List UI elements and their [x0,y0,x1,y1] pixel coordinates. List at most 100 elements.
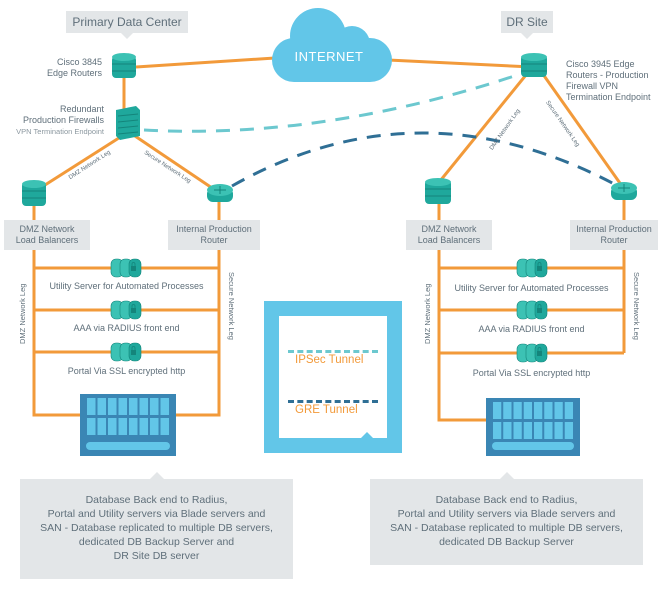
dr-server-label-2: AAA via RADIUS front end [478,324,585,334]
label-line: Routers - Production [566,70,649,80]
primary-load-balancer-label: DMZ Network Load Balancers [4,220,90,250]
dr-database-callout: Database Back end to Radius, Portal and … [370,472,643,565]
gre-legend-label: GRE Tunnel [295,404,358,416]
blade-slot [534,422,543,439]
callout-line: dedicated DB Backup Server [439,536,574,548]
dr-right-vertical-label: Secure Network Leg [632,272,641,340]
blade-slot [493,422,502,439]
callout-line: Portal and Utility servers via Blade ser… [397,508,616,520]
secure-server-icon [516,343,548,363]
link-firewall-internalrouter [131,132,219,194]
callout-line: DR Site DB server [113,550,200,562]
label-sub: VPN Termination Endpoint [16,127,104,136]
primary-blade-server-icon [80,394,176,456]
blade-slot [544,422,553,439]
link-dr-router-loadbalancer [434,69,532,187]
dr-internal-router-label: Internal Production Router [570,220,658,250]
label-line: Internal Production [576,224,652,234]
label-line: Load Balancers [417,235,481,245]
primary-internal-router-icon [207,184,233,202]
ipsec-legend-swatch [288,350,378,353]
callout-line: Database Back end to Radius, [85,494,228,506]
secure-server-icon [110,342,142,362]
primary-server-label-2: AAA via RADIUS front end [73,323,180,333]
primary-right-vertical-label: Secure Network Leg [227,272,236,340]
blade-slot [97,398,106,415]
blade-slot [139,398,148,415]
label-line: Internal Production [176,224,252,234]
primary-server-label-1: Utility Server for Automated Processes [49,281,204,291]
blade-slot [564,422,573,439]
callout-line: SAN - Database replicated to multiple DB… [40,522,273,534]
blade-slot [160,418,169,435]
blade-slot [139,418,148,435]
ipsec-legend-label: IPSec Tunnel [295,354,364,366]
dr-server-label-3: Portal Via SSL encrypted http [472,368,591,378]
dr-left-bus [437,200,486,422]
gre-tunnel-line [231,131,619,188]
primary-firewall-label: Redundant Production Firewalls VPN Termi… [10,104,104,137]
callout-line: dedicated DB Backup Server and [78,536,235,548]
label-line: Production Firewalls [22,115,104,125]
callout-line: Portal and Utility servers via Blade ser… [47,508,266,520]
label-line: DMZ Network [421,224,477,234]
label-line: Redundant [59,104,104,114]
dr-left-vertical-label: DMZ Network Leg [423,283,432,344]
blade-slot [523,422,532,439]
internet-cloud-icon [272,8,392,82]
blade-slot [118,398,127,415]
legend-panel: IPSec Tunnel GRE Tunnel [279,316,387,438]
dr-internal-router-icon [611,182,637,200]
blade-slot [129,418,138,435]
blade-slot [129,398,138,415]
ipsec-tunnel-line [143,68,533,133]
callout-line: Database Back end to Radius, [435,494,578,506]
blade-slot [513,422,522,439]
blade-slot [564,402,573,419]
dr-site-title: DR Site [501,11,553,39]
dr-edge-router-label: Cisco 3945 Edge Routers - Production Fir… [566,59,651,103]
label-line: Load Balancers [15,235,79,245]
label-line: DMZ Network [19,224,75,234]
blade-slot [503,402,512,419]
blade-slot [544,402,553,419]
blade-slot [534,402,543,419]
internet-label: INTERNET [294,49,364,64]
blade-slot [108,398,117,415]
primary-edge-router-icon [112,53,136,78]
gre-legend-swatch [288,400,378,403]
primary-firewall-icon [116,106,140,140]
blade-slot [493,402,502,419]
primary-server-label-3: Portal Via SSL encrypted http [67,366,186,376]
label-line: Cisco 3845 [56,57,102,67]
link-dr-router-internalrouter [538,69,624,187]
blade-slot [160,398,169,415]
blade-slot [513,402,522,419]
secure-server-icon [110,300,142,320]
secure-server-icon [110,258,142,278]
label-line: Cisco 3945 Edge [566,59,635,69]
callout-line: SAN - Database replicated to multiple DB… [390,522,623,534]
primary-internal-router-label: Internal Production Router [168,220,260,250]
dr-blade-server-icon [486,398,580,456]
link-firewall-loadbalancer [33,134,123,194]
primary-site-title: Primary Data Center [66,11,188,39]
blade-slot [97,418,106,435]
blade-slot [523,402,532,419]
blade-slot [108,418,117,435]
link-internet-dr-router [387,58,533,69]
blade-slot [87,398,96,415]
label-line: Router [200,235,228,245]
dr-server-label-1: Utility Server for Automated Processes [454,283,609,293]
secure-server-icon [516,300,548,320]
blade-slot [150,418,159,435]
blade-slot [503,422,512,439]
label-line: Edge Routers [46,68,102,78]
dr-edge-router-icon [521,53,547,77]
primary-right-bus [176,200,221,417]
blade-slot [150,398,159,415]
tunnel-legend: IPSec Tunnel GRE Tunnel [264,301,402,453]
primary-database-callout: Database Back end to Radius, Portal and … [20,472,293,579]
label-line: Firewall VPN [566,81,619,91]
